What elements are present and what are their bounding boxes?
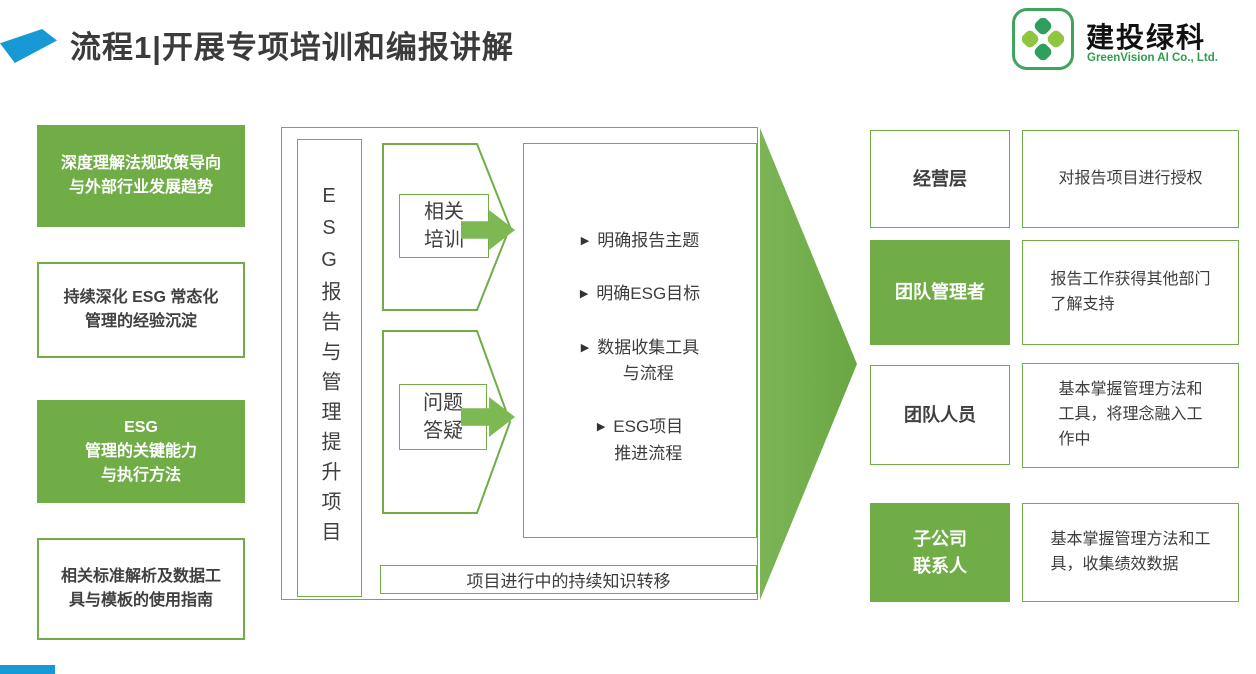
bullet-marker-icon: ▶ [596, 421, 606, 434]
left-box-policy-trends: 深度理解法规政策导向 与外部行业发展趋势 [37, 125, 245, 227]
bullet-item: ▶ 数据收集工具 与流程 [581, 335, 699, 388]
flow-arrow-right [760, 128, 857, 600]
desc-text: 基本掌握管理方法和 工具，将理念融入工 作中 [1058, 381, 1203, 448]
training-label-box: 相关 培训 [399, 194, 489, 258]
bullet-marker-icon: ▶ [580, 235, 590, 247]
desc-box-subsidiary-contact: 基本掌握管理方法和工 具，收集绩效数据 [1022, 503, 1239, 602]
bullet-text: 数据收集工具 与流程 [597, 337, 700, 384]
page-title: 流程1|开展专项培训和编报讲解 [70, 30, 514, 65]
desc-text: 基本掌握管理方法和工 具，收集绩效数据 [1050, 530, 1211, 573]
knowledge-transfer-bar: 项目进行中的持续知识转移 [380, 565, 757, 594]
left-box-standards-guide: 相关标准解析及数据工 具与模板的使用指南 [37, 538, 245, 640]
logo-subtitle: GreenVision AI Co., Ltd. [1087, 52, 1218, 64]
logo-company-name: 建投绿科 [1086, 22, 1207, 53]
bullet-item: ▶ 明确报告主题 [581, 228, 699, 254]
bullet-item: ▶ 明确ESG目标 [580, 281, 700, 307]
footer-accent-bar [0, 665, 55, 674]
role-box-team-manager: 团队管理者 [870, 240, 1010, 345]
bullet-marker-icon: ▶ [579, 288, 589, 301]
left-box-esg-experience: 持续深化 ESG 常态化 管理的经验沉淀 [37, 262, 245, 358]
role-box-subsidiary-contact: 子公司 联系人 [870, 503, 1010, 602]
left-box-esg-capability: ESG 管理的关键能力 与执行方法 [37, 400, 245, 503]
bullet-marker-icon: ▶ [580, 341, 590, 354]
vertical-project-label: ESG报告与管理提升项目 [297, 139, 362, 597]
training-topics-box: ▶ 明确报告主题 ▶ 明确ESG目标 ▶ 数据收集工具 与流程 ▶ ESG项目 … [523, 143, 757, 538]
bullet-item: ▶ ESG项目 推进流程 [597, 414, 683, 467]
role-box-management: 经营层 [870, 130, 1010, 228]
desc-box-team-member: 基本掌握管理方法和 工具，将理念融入工 作中 [1022, 363, 1239, 468]
clover-icon [1022, 18, 1064, 60]
bullet-text: 明确报告主题 [597, 231, 700, 250]
role-box-team-member: 团队人员 [870, 365, 1010, 465]
desc-box-management: 对报告项目进行授权 [1022, 130, 1239, 228]
bullet-text: 明确ESG目标 [596, 284, 701, 304]
desc-text: 对报告项目进行授权 [1058, 169, 1203, 187]
desc-box-team-manager: 报告工作获得其他部门 了解支持 [1022, 240, 1239, 345]
bullet-text: ESG项目 推进流程 [613, 417, 684, 463]
title-accent-shape [0, 29, 57, 63]
desc-text: 报告工作获得其他部门 了解支持 [1050, 270, 1211, 313]
company-logo-icon [1012, 8, 1074, 70]
